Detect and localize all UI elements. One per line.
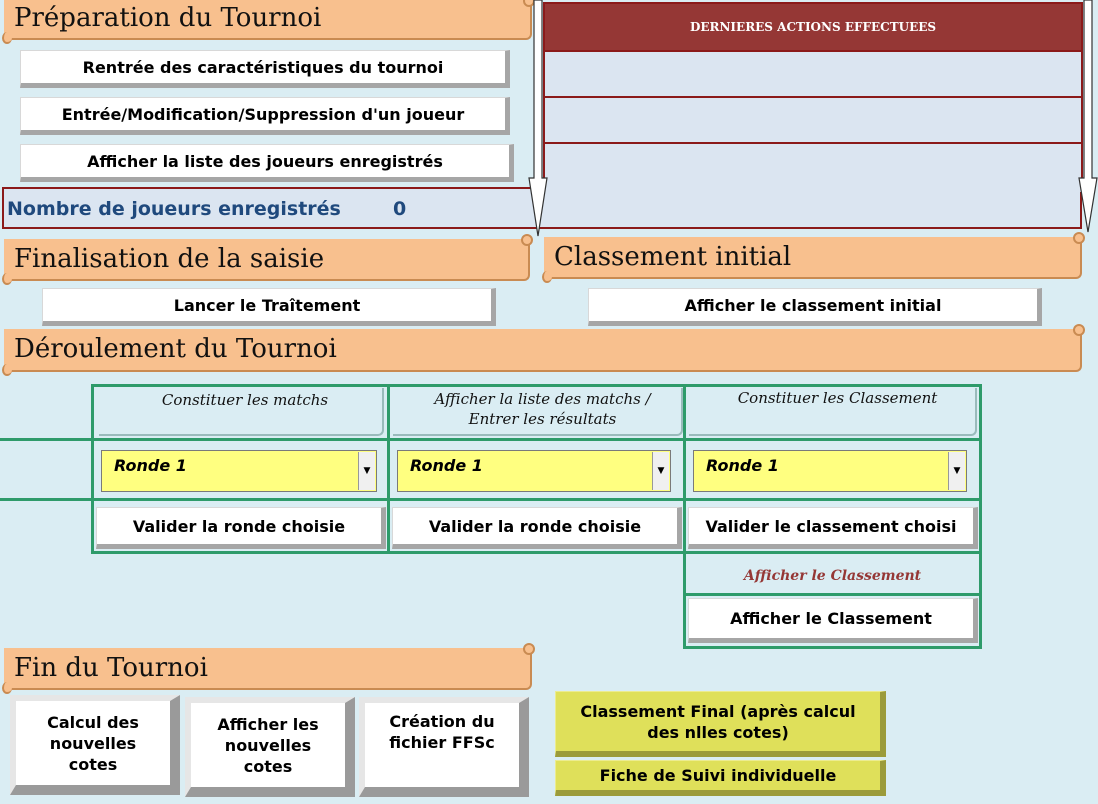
nombre-joueurs-label: Nombre de joueurs enregistrés <box>7 198 341 220</box>
actions-panel: DERNIERES ACTIONS EFFECTUEES <box>543 2 1083 192</box>
grid-line <box>0 498 981 501</box>
chevron-down-icon[interactable]: ▼ <box>948 452 965 490</box>
ronde-select-matchs[interactable]: Ronde 1 ▼ <box>101 450 377 492</box>
action-row <box>545 96 1081 142</box>
caracteristiques-tournoi-button[interactable]: Rentrée des caractéristiques du tournoi <box>20 50 510 88</box>
ronde-select-value: Ronde 1 <box>114 456 187 475</box>
gestion-joueur-button[interactable]: Entrée/Modification/Suppression d'un jou… <box>20 97 510 135</box>
calcul-cotes-button[interactable]: Calcul des nouvelles cotes <box>10 695 180 795</box>
grid-line <box>91 384 981 387</box>
afficher-matchs-label: Afficher la liste des matchs / Entrer le… <box>434 390 651 428</box>
lancer-traitement-button[interactable]: Lancer le Traîtement <box>42 288 496 326</box>
grid-line <box>979 384 982 649</box>
valider-ronde-matchs-button[interactable]: Valider la ronde choisie <box>96 507 386 549</box>
section-preparation-title: Préparation du Tournoi <box>2 0 535 44</box>
ronde-select-value: Ronde 1 <box>410 456 483 475</box>
section-classement-initial-title: Classement initial <box>542 232 1085 283</box>
grid-line <box>91 384 94 554</box>
afficher-classement-label: Afficher le Classement <box>743 568 922 584</box>
ronde-select-resultats[interactable]: Ronde 1 ▼ <box>397 450 671 492</box>
afficher-classement-button[interactable]: Afficher le Classement <box>688 598 978 643</box>
actions-header: DERNIERES ACTIONS EFFECTUEES <box>545 4 1081 50</box>
classement-final-button[interactable]: Classement Final (après calcul des nlles… <box>555 691 886 757</box>
afficher-classement-initial-button[interactable]: Afficher le classement initial <box>588 288 1042 326</box>
grid-line <box>683 646 981 649</box>
valider-classement-button[interactable]: Valider le classement choisi <box>688 507 978 549</box>
grid-line <box>683 593 981 596</box>
valider-ronde-resultats-button[interactable]: Valider la ronde choisie <box>392 507 682 549</box>
action-row <box>545 142 1081 192</box>
column-tab <box>99 388 384 436</box>
section-deroulement-title: Déroulement du Tournoi <box>2 324 1085 376</box>
nombre-joueurs-value: 0 <box>393 198 407 220</box>
action-row <box>545 50 1081 96</box>
grid-line <box>683 384 686 649</box>
ronde-select-value: Ronde 1 <box>706 456 779 475</box>
liste-joueurs-button[interactable]: Afficher la liste des joueurs enregistré… <box>20 144 514 182</box>
chevron-down-icon[interactable]: ▼ <box>358 452 375 490</box>
grid-line <box>91 551 981 554</box>
fiche-suivi-button[interactable]: Fiche de Suivi individuelle <box>555 760 886 796</box>
column-tab <box>393 388 683 436</box>
section-finalisation-title: Finalisation de la saisie <box>2 234 533 285</box>
constituer-matchs-label: Constituer les matchs <box>161 391 329 409</box>
arrow-down-left-icon <box>528 0 548 237</box>
creation-ffsc-button[interactable]: Création du fichier FFSc <box>359 697 529 797</box>
grid-line <box>387 384 390 554</box>
grid-line <box>0 438 981 441</box>
afficher-cotes-button[interactable]: Afficher les nouvelles cotes <box>185 697 355 797</box>
section-fin-title: Fin du Tournoi <box>2 643 535 694</box>
constituer-classement-label: Constituer les Classement <box>737 389 938 407</box>
chevron-down-icon[interactable]: ▼ <box>652 452 669 490</box>
arrow-down-right-icon <box>1078 0 1098 233</box>
column-tab <box>689 388 977 436</box>
ronde-select-classement[interactable]: Ronde 1 ▼ <box>693 450 967 492</box>
